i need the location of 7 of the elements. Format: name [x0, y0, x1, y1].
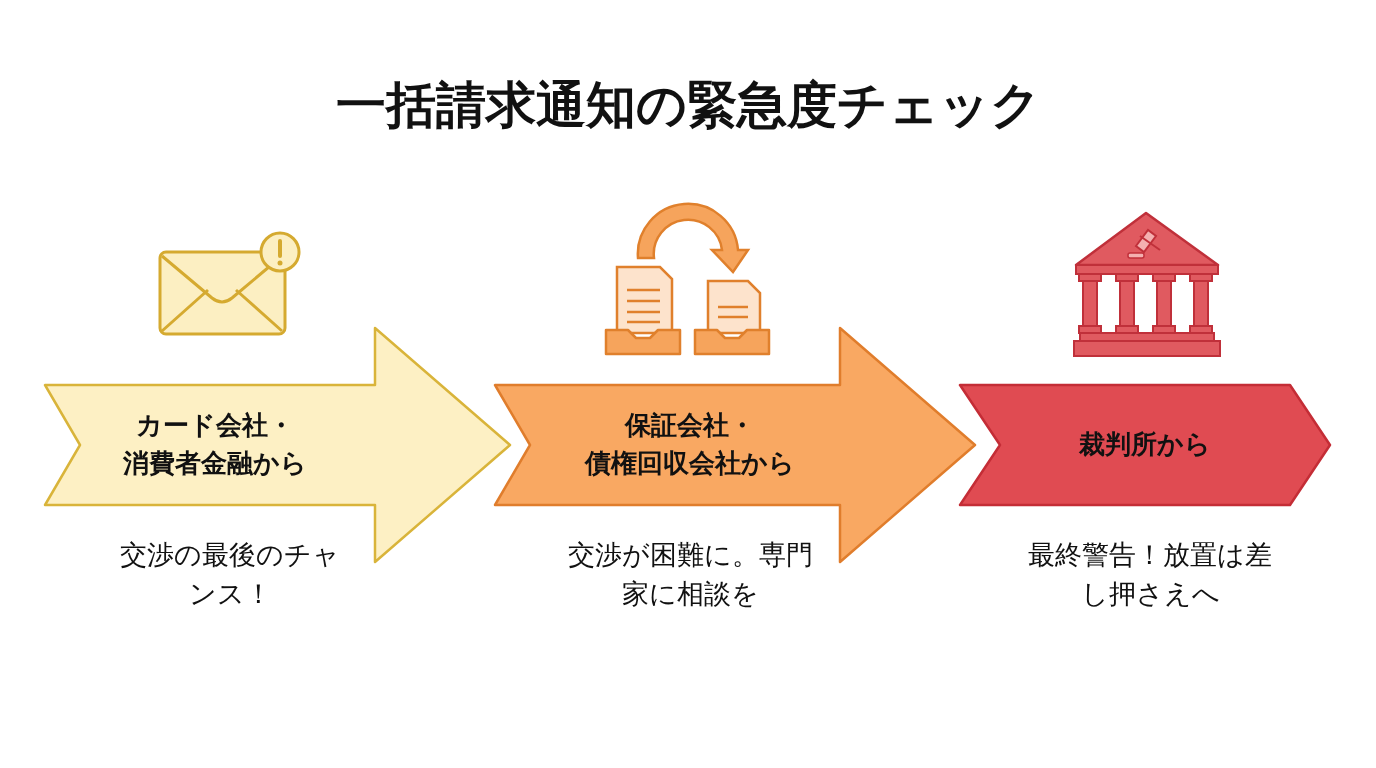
stage-label: カード会社・消費者金融から [122, 409, 308, 480]
stage-label: 裁判所から [1078, 428, 1212, 462]
stage-note: 交渉が困難に。専門家に相談を [566, 538, 814, 612]
stage-note: 交渉の最後のチャンス！ [119, 538, 341, 612]
stage-label: 保証会社・債権回収会社から [583, 409, 796, 480]
title: 一括請求通知の緊急度チェック [334, 75, 1042, 136]
stage-note: 最終警告！放置は差し押さえへ [1027, 538, 1273, 612]
